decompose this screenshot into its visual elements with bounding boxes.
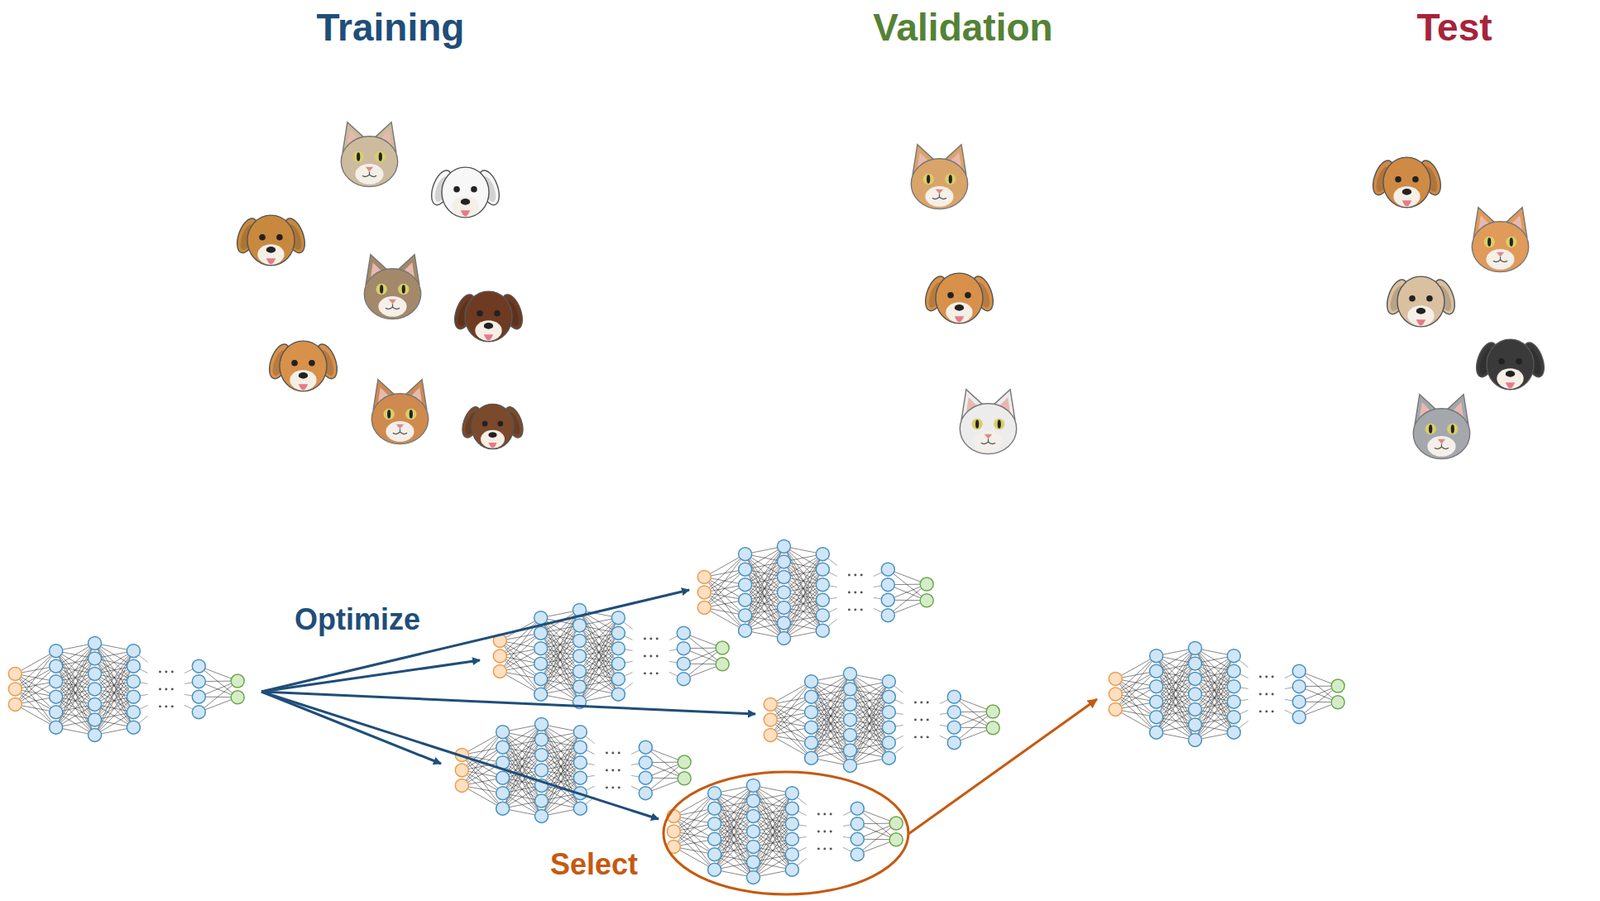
optimize-arrow xyxy=(261,660,480,692)
optimize-label: Optimize xyxy=(294,602,421,638)
optimize-arrow xyxy=(261,691,659,820)
dataset-heading: Test xyxy=(1310,4,1599,50)
select-arrow xyxy=(908,699,1098,834)
dataset-heading: Validation xyxy=(814,4,1112,50)
cat-photo xyxy=(1413,394,1470,460)
cat-photo xyxy=(910,144,968,210)
neural-network xyxy=(493,603,729,709)
dog-photo xyxy=(265,340,342,392)
dog-photo xyxy=(1383,276,1460,327)
ellipse-shape xyxy=(820,98,1107,508)
ellipse-outline xyxy=(161,0,620,532)
selection-ellipse xyxy=(663,771,909,895)
dataset-ellipse: Validation xyxy=(814,0,1112,513)
ellipse-outline xyxy=(814,0,1112,513)
dog-photo xyxy=(1369,157,1446,208)
dog-photo xyxy=(1472,339,1549,390)
dataset-heading: Training xyxy=(161,4,620,50)
optimize-arrow xyxy=(261,589,690,692)
neural-network xyxy=(666,778,903,884)
neural-network xyxy=(697,539,934,645)
dog-photo xyxy=(450,291,527,342)
cat-photo xyxy=(371,379,428,445)
cat-photo xyxy=(959,389,1016,455)
dog-photo xyxy=(427,167,504,218)
dog-photo xyxy=(233,215,310,266)
dog-photo xyxy=(459,403,527,449)
ellipse-outline xyxy=(1310,0,1599,513)
neural-network xyxy=(1108,641,1345,747)
optimize-arrow xyxy=(261,691,441,764)
ellipse-shape xyxy=(168,81,614,526)
neural-network xyxy=(763,666,1000,772)
neural-network xyxy=(455,717,691,823)
dataset-ellipse: Training xyxy=(161,0,620,532)
optimize-arrow xyxy=(261,691,756,714)
cat-photo xyxy=(340,122,398,187)
neural-network xyxy=(8,636,245,742)
dog-photo xyxy=(921,273,998,324)
select-label: Select xyxy=(550,847,638,882)
ellipse-shape xyxy=(1317,98,1596,508)
cat-photo xyxy=(364,254,421,320)
cat-photo xyxy=(1471,207,1529,273)
dataset-ellipse: Test xyxy=(1310,0,1599,513)
